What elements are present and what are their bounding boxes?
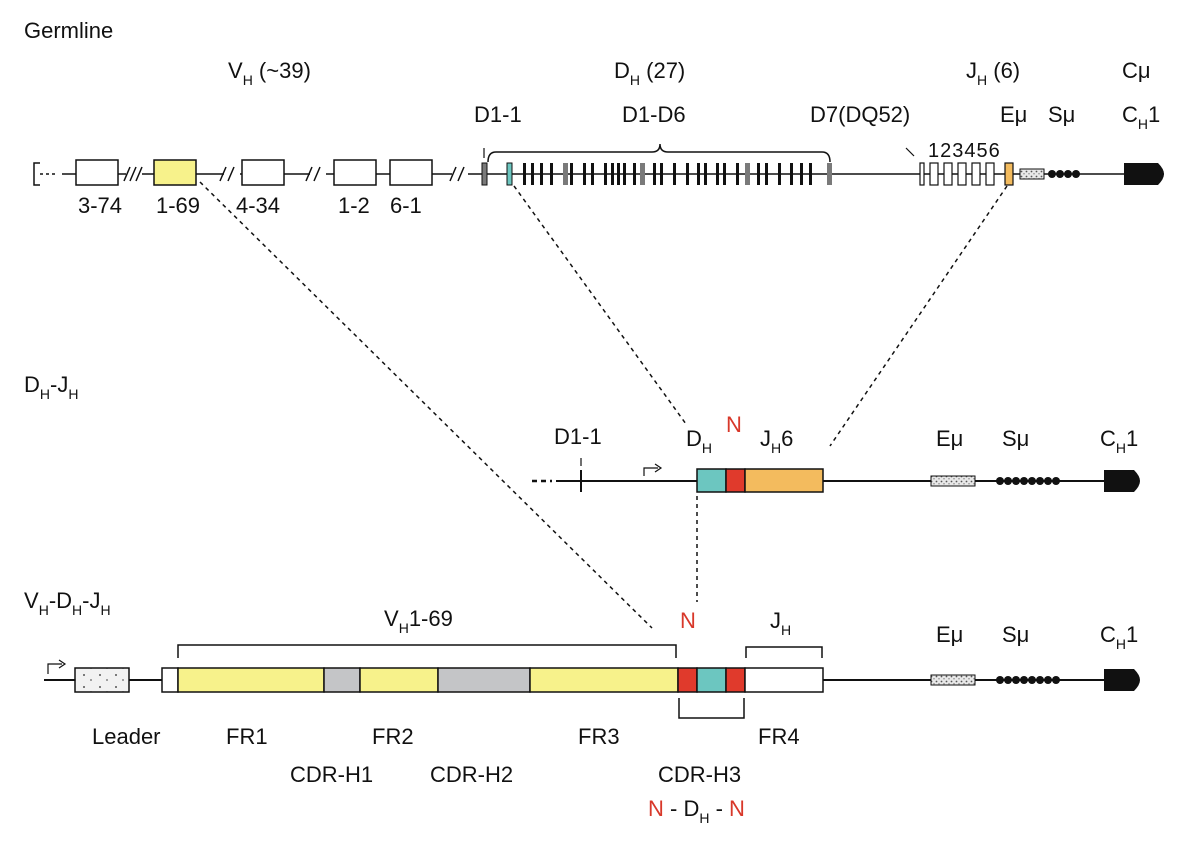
dj-dh-segment xyxy=(696,468,727,493)
vh-1-69-segment xyxy=(153,159,197,186)
fr2-label: FR2 xyxy=(372,724,414,749)
dj-emu-label: Eμ xyxy=(936,426,963,451)
jh-bracket xyxy=(745,646,823,658)
vdj-smu-switch-region xyxy=(996,676,1060,684)
germline-title: Germline xyxy=(24,18,113,43)
smu-label: Sμ xyxy=(1048,102,1075,127)
dj-smu-switch-region xyxy=(996,477,1060,485)
vdj-emu-enhancer xyxy=(930,674,976,686)
d1-d6-label: D1-D6 xyxy=(622,102,686,127)
vh-label-4-34: 4-34 xyxy=(236,193,280,218)
fr4-label: FR4 xyxy=(758,724,800,749)
n1-segment xyxy=(677,667,698,693)
dh-group-label: DH (27) xyxy=(614,58,685,88)
jh-numbers: 123456 xyxy=(928,140,1001,162)
dj-title: DH-JH xyxy=(24,372,78,402)
vdj-title: VH-DH-JH xyxy=(24,588,111,618)
vdj-smu-label: Sμ xyxy=(1002,622,1029,647)
fr3-segment xyxy=(529,667,679,693)
dj-emu-enhancer xyxy=(930,475,976,487)
emu-enhancer xyxy=(1019,168,1045,180)
d7-label: D7(DQ52) xyxy=(810,102,910,127)
cmu-label: Cμ xyxy=(1122,58,1151,83)
break-marks xyxy=(123,166,465,182)
fr1-label: FR1 xyxy=(226,724,268,749)
dj-dh-label: DH xyxy=(686,426,712,456)
cdr-h2-segment xyxy=(437,667,531,693)
vh1-69-label: VH1-69 xyxy=(384,606,453,636)
vh-6-1-segment xyxy=(389,159,433,186)
recombination-guides xyxy=(199,181,1008,629)
ndn-label: N - DH - N xyxy=(648,796,745,826)
smu-switch-region xyxy=(1048,170,1080,178)
d1-1-label: D1-1 xyxy=(474,102,522,127)
vh-1-2-segment xyxy=(333,159,377,186)
dj-line xyxy=(532,458,1134,492)
vdj-emu-label: Eμ xyxy=(936,622,963,647)
ch1-exon xyxy=(1124,163,1164,185)
dj-ch1-label: CH1 xyxy=(1100,426,1138,456)
dh-brace xyxy=(487,143,831,163)
dj-n-label: N xyxy=(726,412,742,437)
dj-ch1-exon xyxy=(1104,470,1140,492)
vdj-dh-segment xyxy=(696,667,727,693)
vh-label-1-69: 1-69 xyxy=(156,193,200,218)
vh-4-34-segment xyxy=(241,159,285,186)
fr3-label: FR3 xyxy=(578,724,620,749)
jh-segments xyxy=(905,147,1014,186)
dh-segments xyxy=(481,148,832,186)
vh-bracket xyxy=(177,644,677,658)
vh-group-label: VH (~39) xyxy=(228,58,311,88)
leader-segment xyxy=(74,667,130,693)
vh-label-1-2: 1-2 xyxy=(338,193,370,218)
dj-jh6-label: JH6 xyxy=(760,426,793,456)
emu-label: Eμ xyxy=(1000,102,1027,127)
vdj-jh-label: JH xyxy=(770,608,791,638)
vdj-ch1-exon xyxy=(1104,669,1140,691)
vdj-n-label: N xyxy=(680,608,696,633)
jh-group-label: JH (6) xyxy=(966,58,1020,88)
cdr-h1-label: CDR-H1 xyxy=(290,762,373,787)
vdj-ch1-label: CH1 xyxy=(1100,622,1138,652)
cdr-h2-label: CDR-H2 xyxy=(430,762,513,787)
vh-label-3-74: 3-74 xyxy=(78,193,122,218)
dj-n-segment xyxy=(725,468,746,493)
dj-d1-1-label: D1-1 xyxy=(554,424,602,449)
n2-segment xyxy=(725,667,746,693)
fr1-segment xyxy=(177,667,325,693)
cdr-h1-segment xyxy=(323,667,361,693)
vh-3-74-segment xyxy=(75,159,119,186)
cdr-h3-bracket xyxy=(678,698,745,719)
ch1-label: CH1 xyxy=(1122,102,1160,132)
vh-label-6-1: 6-1 xyxy=(390,193,422,218)
vh-start-segment xyxy=(161,667,179,693)
dj-smu-label: Sμ xyxy=(1002,426,1029,451)
leader-label: Leader xyxy=(92,724,161,749)
cdr-h3-label: CDR-H3 xyxy=(658,762,741,787)
fr2-segment xyxy=(359,667,439,693)
dj-jh6-segment xyxy=(744,468,824,493)
fr4-segment xyxy=(744,667,824,693)
